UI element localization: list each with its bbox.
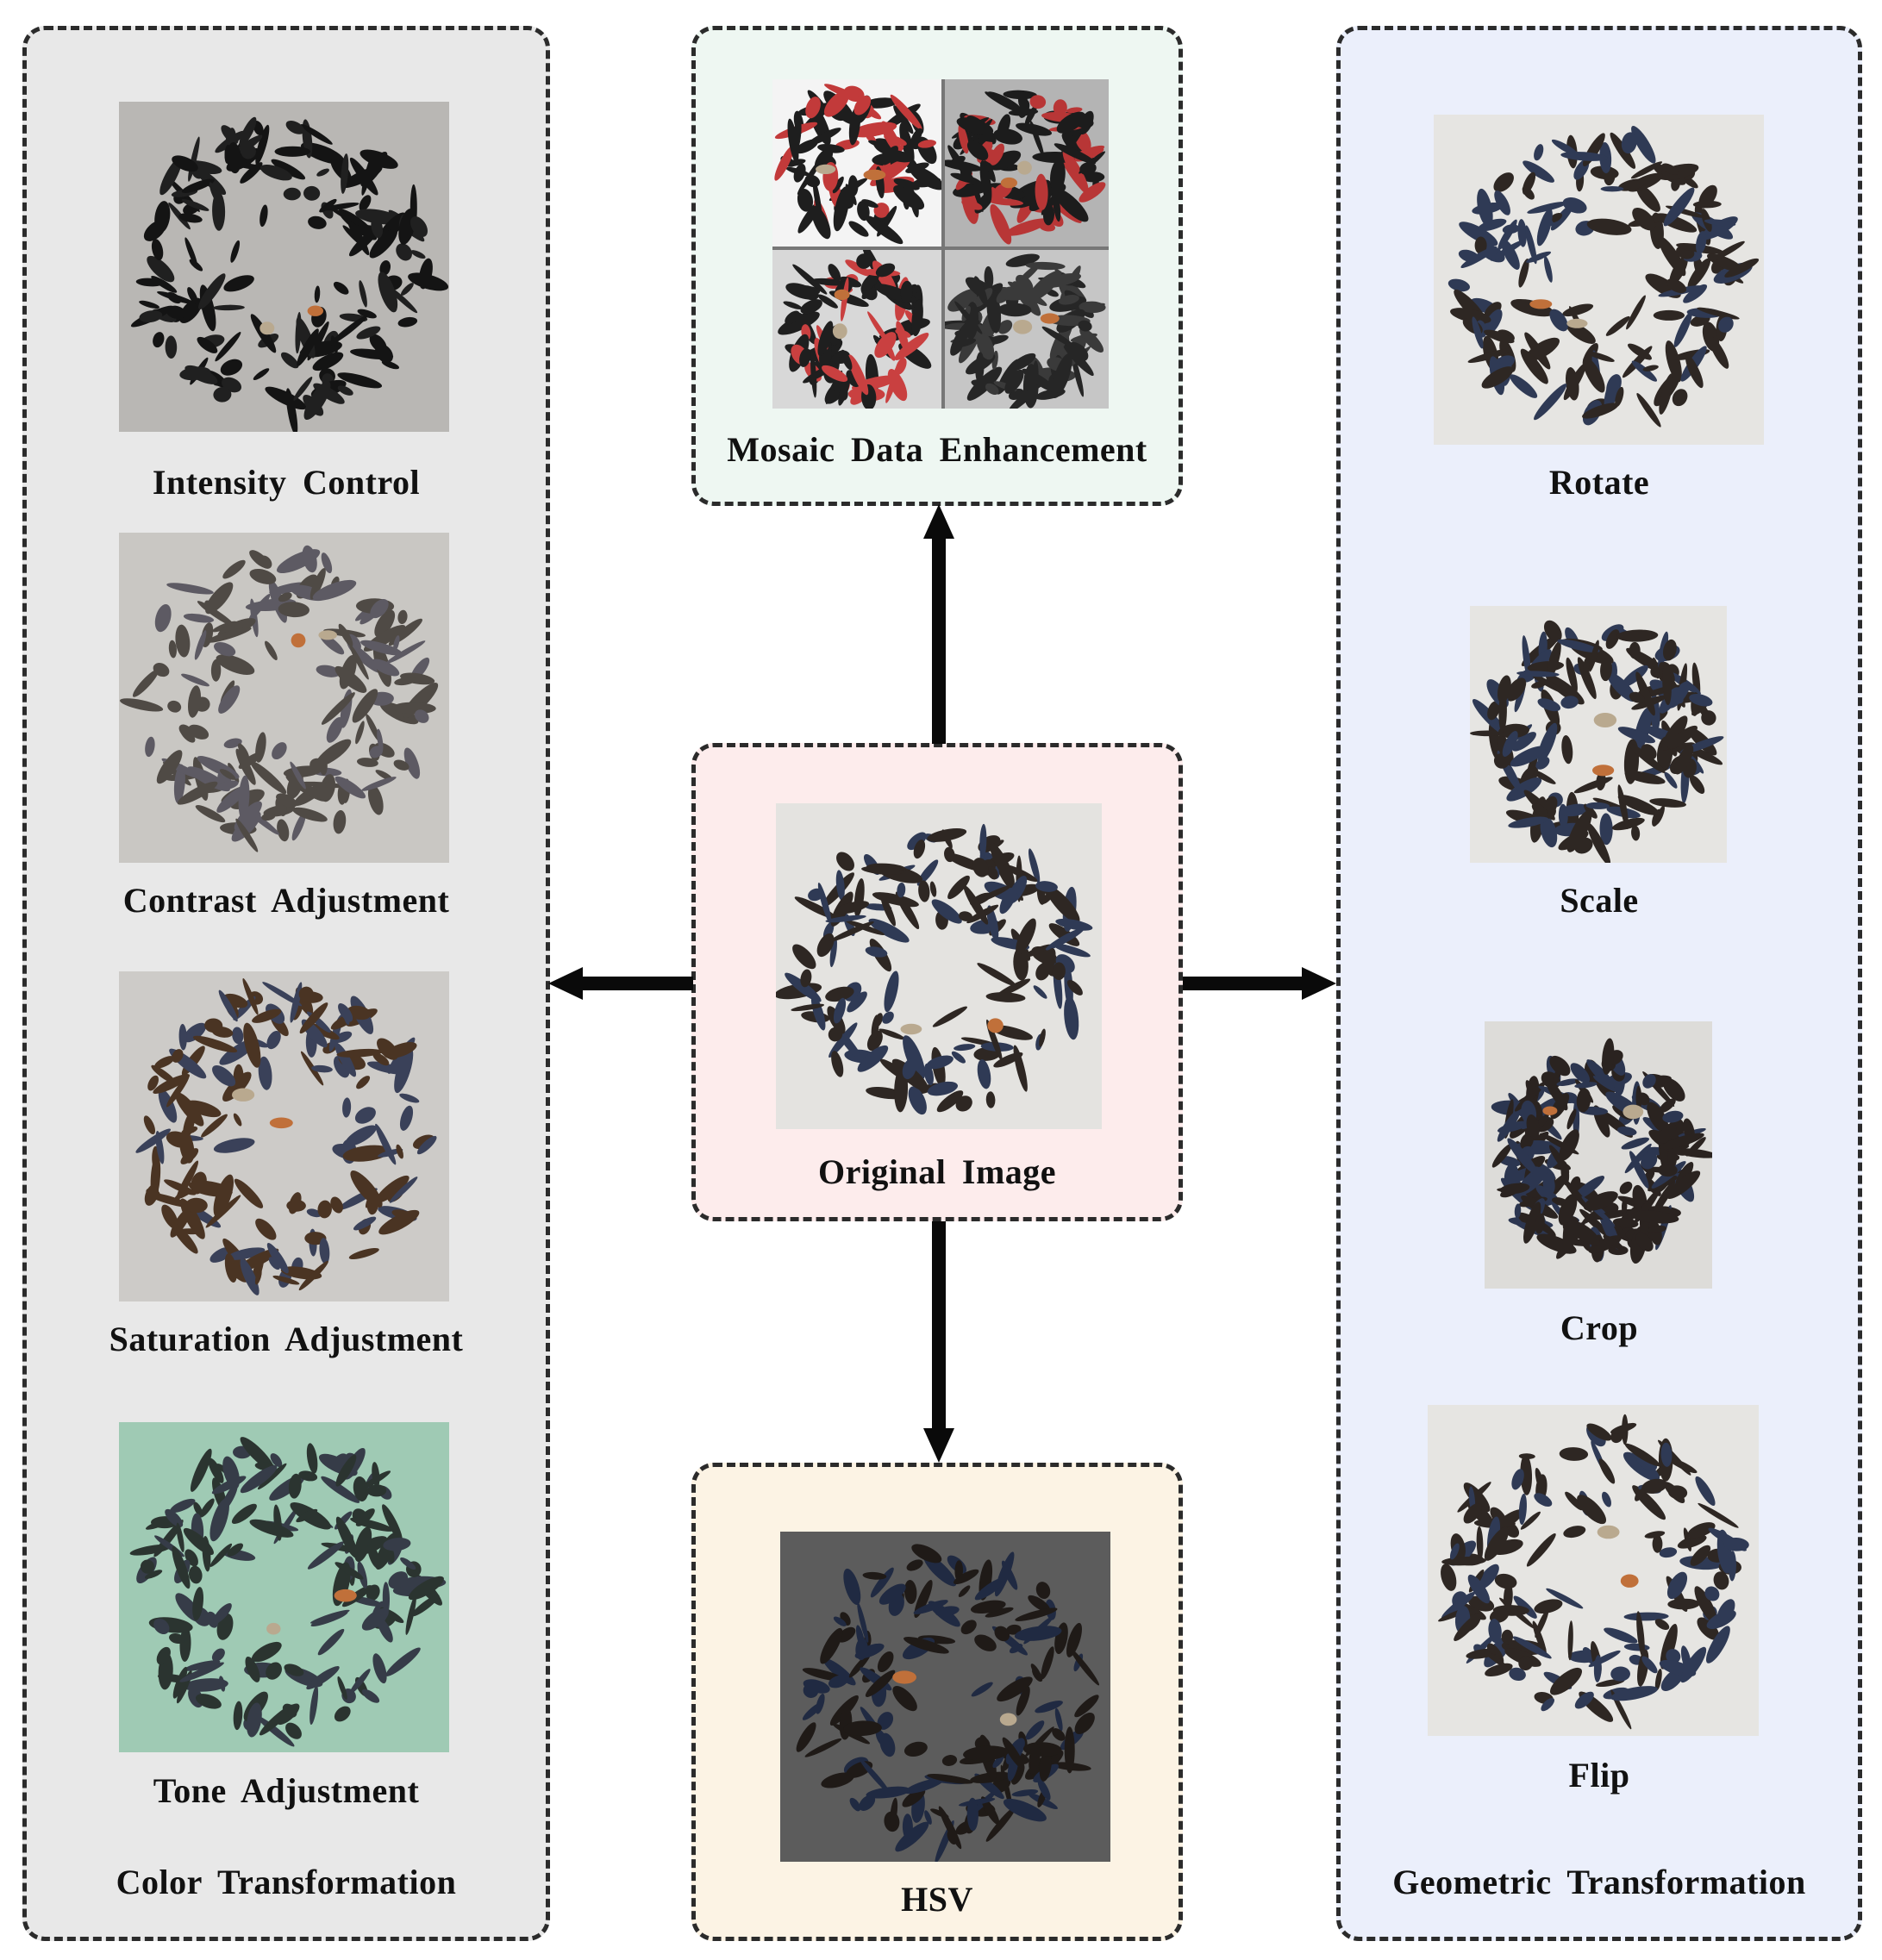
tone-adjustment-label: Tone Adjustment — [153, 1771, 420, 1810]
hsv-label: HSV — [901, 1880, 973, 1919]
mosaic-tile-top-right — [945, 79, 1109, 247]
color-transformation-title: Color Transformation — [116, 1863, 457, 1901]
contrast-adjustment-image — [119, 533, 449, 863]
contrast-adjustment-label: Contrast Adjustment — [122, 881, 450, 920]
geometric-transformation-title: Geometric Transformation — [1392, 1863, 1806, 1901]
arrow-right-head — [1302, 967, 1336, 1000]
rotate-image — [1434, 115, 1764, 445]
arrow-right-shaft — [1183, 977, 1304, 990]
crop-image — [1485, 1021, 1712, 1289]
crop-label: Crop — [1560, 1308, 1639, 1347]
hsv-image — [780, 1532, 1110, 1862]
saturation-adjustment-image — [119, 971, 449, 1301]
arrow-up-shaft — [932, 534, 946, 744]
rotate-label: Rotate — [1548, 463, 1650, 502]
mosaic-tile-top-left — [772, 79, 941, 247]
arrow-up-head — [923, 504, 954, 539]
mosaic-label: Mosaic Data Enhancement — [727, 430, 1147, 469]
mosaic-tile-bottom-left — [772, 250, 941, 409]
original-image-label: Original Image — [817, 1152, 1057, 1191]
arrow-down-shaft — [932, 1221, 946, 1433]
scale-label: Scale — [1560, 881, 1639, 920]
intensity-control-image — [119, 102, 449, 432]
saturation-adjustment-label: Saturation Adjustment — [109, 1320, 464, 1358]
flip-label: Flip — [1568, 1756, 1630, 1795]
arrow-left-head — [548, 967, 583, 1000]
flip-image — [1428, 1405, 1759, 1736]
mosaic-image — [772, 79, 1109, 409]
arrow-left-shaft — [579, 977, 693, 990]
intensity-control-label: Intensity Control — [152, 463, 421, 502]
tone-adjustment-image — [119, 1422, 449, 1752]
arrow-down-head — [923, 1428, 954, 1463]
mosaic-tile-bottom-right — [945, 250, 1109, 409]
scale-image — [1470, 606, 1727, 863]
original-image — [776, 803, 1102, 1129]
